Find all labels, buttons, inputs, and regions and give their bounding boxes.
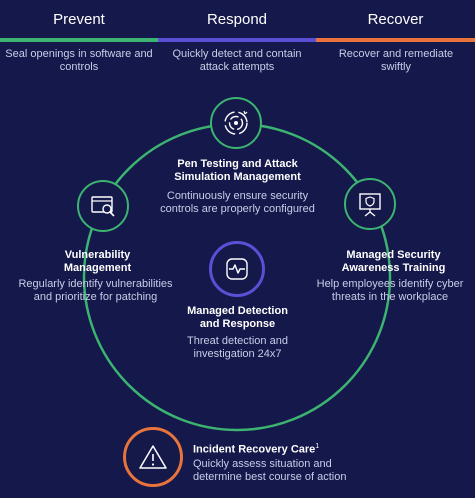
incident-recovery-description: Quickly assess situation and determine b… — [193, 458, 393, 484]
mdr-node — [209, 241, 265, 297]
window-magnifier-icon — [91, 196, 115, 217]
vulnerability-desc-line2: and prioritize for patching — [33, 291, 158, 303]
phase-respond-description: Quickly detect and contain attack attemp… — [172, 48, 302, 73]
awareness-description: Help employees identify cyber threats in… — [306, 278, 474, 304]
vulnerability-desc-line1: Regularly identify vulnerabilities — [18, 278, 173, 290]
incident-recovery-desc-line1: Quickly assess situation and — [193, 458, 332, 470]
awareness-title: Managed Security Awareness Training — [316, 249, 471, 275]
pulse-icon — [226, 258, 248, 280]
mdr-desc-line1: Threat detection and — [187, 335, 288, 347]
incident-recovery-title: Incident Recovery Care1 — [193, 440, 393, 457]
phase-prevent-description: Seal openings in software and controls — [5, 48, 153, 73]
vulnerability-title-line1: Vulnerability — [64, 249, 131, 261]
phase-header: Prevent Respond Recover — [0, 0, 475, 38]
phase-recover-description: Recover and remediate swiftly — [338, 48, 454, 73]
pen-testing-title: Pen Testing and Attack Simulation Manage… — [160, 158, 315, 184]
awareness-training-node — [344, 178, 396, 230]
awareness-title-line1: Managed Security — [346, 249, 441, 261]
phase-recover-label: Recover — [367, 10, 424, 28]
vulnerability-title: Vulnerability Management — [20, 249, 175, 275]
phase-respond-label: Respond — [206, 10, 268, 28]
respond-accent-bar — [158, 38, 316, 42]
warning-triangle-icon — [139, 445, 167, 469]
target-refresh-icon — [224, 110, 248, 135]
incident-recovery-node — [123, 427, 183, 487]
incident-recovery-desc-line2: determine best course of action — [193, 471, 347, 483]
awareness-title-line2: Awareness Training — [341, 262, 446, 274]
incident-recovery-footnote-marker: 1 — [315, 443, 320, 450]
pen-testing-desc-line1: Continuously ensure security — [166, 190, 309, 202]
vulnerability-title-line2: Management — [63, 262, 132, 274]
recover-accent-bar — [316, 38, 475, 42]
awareness-desc-line1: Help employees identify cyber — [316, 278, 464, 290]
mdr-title: Managed Detection and Response — [160, 305, 315, 331]
awareness-desc-line2: threats in the workplace — [331, 291, 449, 303]
pen-testing-node — [210, 97, 262, 149]
vulnerability-description: Regularly identify vulnerabilities and p… — [8, 278, 183, 304]
presentation-shield-icon — [359, 193, 381, 217]
pen-testing-title-line2: Simulation Management — [174, 171, 301, 183]
mdr-desc-line2: investigation 24x7 — [193, 348, 282, 360]
prevent-accent-bar — [0, 38, 158, 42]
mdr-title-line1: Managed Detection — [187, 305, 288, 317]
mdr-description: Threat detection and investigation 24x7 — [160, 335, 315, 361]
vulnerability-node — [77, 180, 129, 232]
mdr-title-line2: and Response — [199, 318, 276, 330]
pen-testing-title-line1: Pen Testing and Attack — [177, 158, 298, 170]
pen-testing-desc-line2: controls are properly configured — [160, 203, 315, 215]
incident-recovery-title-text: Incident Recovery Care — [193, 443, 316, 456]
phase-prevent-label: Prevent — [53, 10, 105, 28]
pen-testing-description: Continuously ensure security controls ar… — [150, 190, 325, 216]
